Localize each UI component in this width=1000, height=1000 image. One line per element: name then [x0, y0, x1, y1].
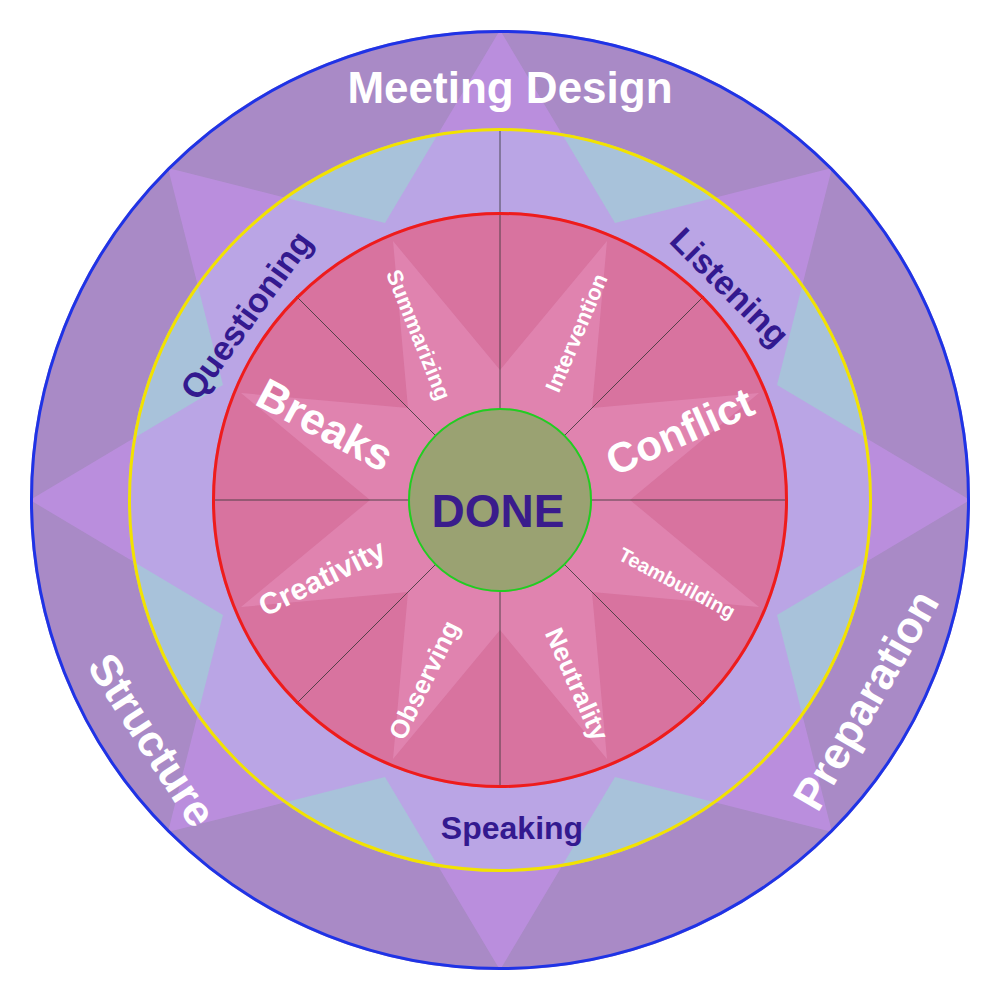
ring-label: Intervention — [542, 271, 611, 395]
ring-label: Creativity — [254, 535, 390, 622]
ring-label: Speaking — [441, 812, 583, 844]
sector-line — [500, 128, 501, 408]
ring-circle — [409, 409, 591, 591]
center-circle: DONE — [408, 408, 592, 592]
ring-circle — [214, 214, 787, 787]
ring-label: Teambuilding — [616, 544, 739, 622]
sector-line — [212, 500, 408, 501]
ring-label: DONE — [432, 488, 565, 534]
ring-label: Summarizing — [382, 267, 454, 403]
sector-line — [500, 592, 501, 788]
sector-line — [592, 500, 788, 501]
ring-label: Observing — [384, 617, 464, 744]
ring-label: Structure — [80, 646, 223, 834]
ring-label: Neutrality — [541, 624, 614, 744]
inner-ring: Summarizing InterventionBreaks ConflictCre… — [212, 212, 788, 788]
sector-lines — [212, 128, 788, 788]
ring-label: Questioning — [174, 225, 318, 405]
ring-circle — [130, 130, 871, 871]
outer-band-fill — [30, 30, 970, 970]
outer-ring: Meeting DesignPreparationStructureQuesti… — [30, 30, 970, 970]
ring-label: Conflict — [600, 381, 760, 483]
ring-label: Meeting Design — [347, 66, 672, 110]
ring-label: Listening — [665, 222, 796, 353]
star-spikes — [30, 30, 970, 970]
center-disk-fill — [408, 408, 592, 592]
ring-circle — [32, 32, 969, 969]
middle-ring: Questioning ListeningSpeaking Summarizing I… — [128, 128, 872, 872]
ring-label: Breaks — [250, 371, 400, 479]
